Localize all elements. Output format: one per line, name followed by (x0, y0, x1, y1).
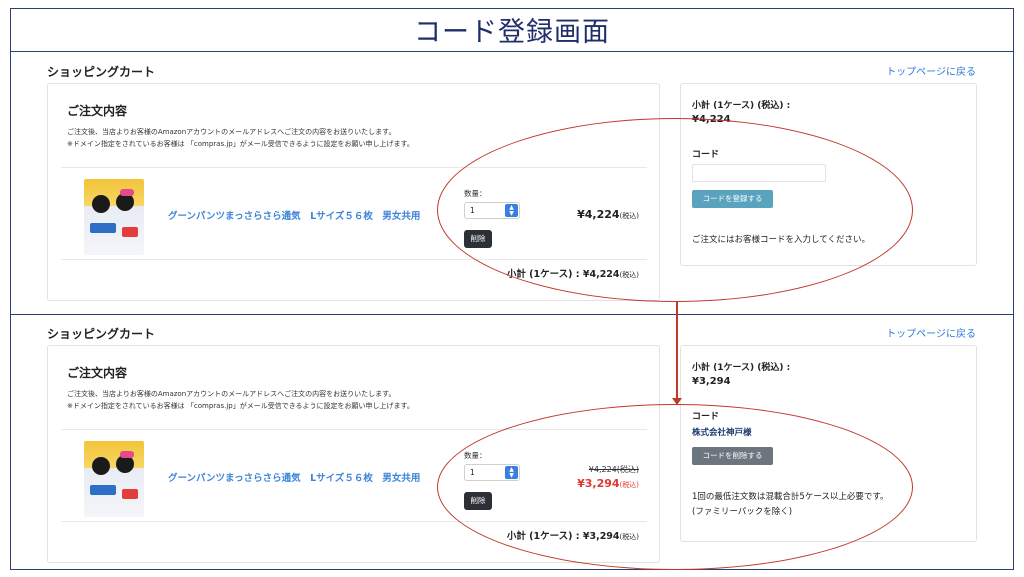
divider (61, 259, 647, 260)
code-label: コード (692, 412, 720, 422)
quantity-select[interactable]: 1 ▲▼ (464, 464, 520, 481)
quantity-label: 数量： (464, 189, 487, 198)
quantity-select[interactable]: 1 ▲▼ (464, 202, 520, 219)
product-image (84, 179, 144, 255)
minimum-order-note: 1回の最低注文数は混載合計5ケース以上必要です。 (692, 492, 889, 502)
summary-card: 小計 (1ケース) (税込) : ¥3,294 コード 株式会社神戸様 コードを… (680, 345, 977, 542)
register-code-button[interactable]: コードを登録する (692, 190, 773, 208)
divider (61, 167, 647, 168)
chevron-updown-icon[interactable]: ▲▼ (505, 466, 518, 479)
divider (61, 521, 647, 522)
page-title: コード登録画面 (414, 17, 610, 48)
cart-after-code: ショッピングカート トップページに戻る ご注文内容 ご注文後、当店よりお客様のA… (10, 315, 1014, 570)
cart-heading: ショッピングカート (47, 65, 156, 79)
quantity-value: 1 (470, 206, 475, 215)
order-title: ご注文内容 (67, 366, 128, 380)
original-price: ¥4,224(税込) (588, 465, 639, 474)
subtotal: 小計 (1ケース) : ¥4,224(税込) (506, 269, 639, 280)
remove-code-button[interactable]: コードを削除する (692, 447, 773, 465)
code-label: コード (692, 150, 720, 160)
quantity-label: 数量： (464, 451, 487, 460)
product-image (84, 441, 144, 517)
code-instruction: ご注文にはお客様コードを入力してください。 (692, 235, 870, 245)
summary-label: 小計 (1ケース) (税込) : (692, 101, 791, 111)
top-page-link[interactable]: トップページに戻る (886, 329, 976, 340)
code-input[interactable] (692, 164, 826, 182)
summary-card: 小計 (1ケース) (税込) : ¥4,224 コード コードを登録する ご注文… (680, 83, 977, 266)
section-divider (10, 314, 1014, 315)
delete-button[interactable]: 削除 (464, 230, 492, 248)
product-name-link[interactable]: グーンパンツまっさらさら通気 Lサイズ５６枚 男女共用 (168, 211, 421, 222)
minimum-order-exception: (ファミリーパックを除く) (692, 507, 793, 517)
arrow-down-icon (672, 398, 682, 405)
summary-value: ¥3,294 (692, 376, 731, 387)
title-bar: コード登録画面 (10, 8, 1014, 52)
delete-button[interactable]: 削除 (464, 492, 492, 510)
product-name-link[interactable]: グーンパンツまっさらさら通気 Lサイズ５６枚 男女共用 (168, 473, 421, 484)
subtotal: 小計 (1ケース) : ¥3,294(税込) (506, 531, 639, 542)
summary-value: ¥4,224 (692, 114, 731, 125)
cart-before-code: ショッピングカート トップページに戻る ご注文内容 ご注文後、当店よりお客様のA… (10, 53, 1014, 314)
chevron-updown-icon[interactable]: ▲▼ (505, 204, 518, 217)
quantity-value: 1 (470, 468, 475, 477)
order-note-2: ※ドメイン指定をされているお客様は 「compras.jp」がメール受信できるよ… (67, 140, 414, 148)
order-card: ご注文内容 ご注文後、当店よりお客様のAmazonアカウントのメールアドレスへご… (47, 83, 660, 301)
order-note-2: ※ドメイン指定をされているお客様は 「compras.jp」がメール受信できるよ… (67, 402, 414, 410)
divider (61, 429, 647, 430)
registered-company: 株式会社神戸様 (692, 428, 752, 438)
discounted-price: ¥3,294(税込) (577, 477, 639, 490)
order-title: ご注文内容 (67, 104, 128, 118)
order-note-1: ご注文後、当店よりお客様のAmazonアカウントのメールアドレスへご注文の内容を… (67, 390, 396, 398)
item-price: ¥4,224(税込) (577, 208, 639, 221)
summary-label: 小計 (1ケース) (税込) : (692, 363, 791, 373)
transition-arrow (676, 302, 678, 398)
order-note-1: ご注文後、当店よりお客様のAmazonアカウントのメールアドレスへご注文の内容を… (67, 128, 396, 136)
top-page-link[interactable]: トップページに戻る (886, 67, 976, 78)
cart-heading: ショッピングカート (47, 327, 156, 341)
order-card: ご注文内容 ご注文後、当店よりお客様のAmazonアカウントのメールアドレスへご… (47, 345, 660, 563)
